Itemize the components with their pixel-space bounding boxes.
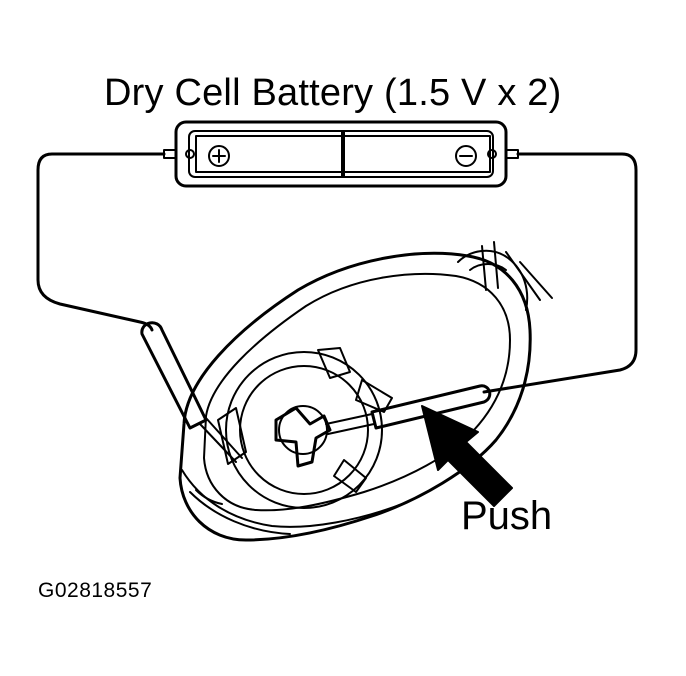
key-remote-case-icon: [178, 241, 553, 542]
push-label: Push: [461, 494, 553, 538]
right-wire: [482, 152, 638, 394]
left-wire: [36, 152, 166, 332]
right-probe-icon: [325, 384, 492, 435]
negative-terminal-icon: [455, 145, 477, 167]
battery-holder-icon: [163, 120, 519, 188]
left-probe-icon: [140, 321, 243, 463]
positive-terminal-icon: [208, 145, 230, 167]
figure-id: G02818557: [38, 579, 153, 602]
diagram-title: Dry Cell Battery (1.5 V x 2): [104, 72, 562, 114]
push-arrow-icon: [421, 405, 513, 507]
